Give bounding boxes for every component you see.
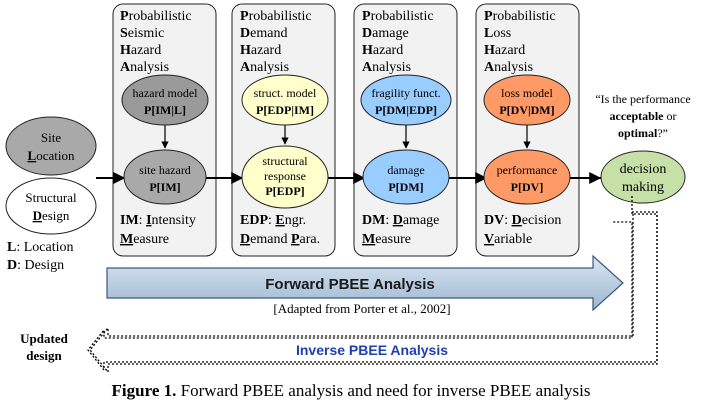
panel-2-title-line-3: Hazard xyxy=(240,43,281,58)
svg-text:response: response xyxy=(264,169,306,183)
svg-text:P[EDP|IM]: P[EDP|IM] xyxy=(256,103,314,117)
svg-text:damage: damage xyxy=(387,163,424,177)
panel-3-footer-line-1: DM: Damage xyxy=(362,213,439,228)
hazard-model-node: hazard model P[IM|L] xyxy=(121,74,209,126)
panel-4-title-line-2: Loss xyxy=(484,26,511,41)
inverse-pbee-arrow: Inverse PBEE Analysis xyxy=(87,196,658,374)
decision-making-node: decision making xyxy=(600,150,686,204)
struct-model-node: struct. model P[EDP|IM] xyxy=(241,74,329,126)
panel-4-title-line-3: Hazard xyxy=(484,43,525,58)
svg-text:fragility funct.: fragility funct. xyxy=(371,86,440,100)
panel-1-footer-line-1: IM: Intensity xyxy=(120,213,196,228)
updated-design-line-1: Updated xyxy=(20,331,68,346)
svg-text:loss model: loss model xyxy=(501,86,553,100)
forward-pbee-arrow: Forward PBEE Analysis xyxy=(106,254,624,312)
panel-1-title-line-2: Seismic xyxy=(120,26,164,41)
panel-3-title-line-3: Hazard xyxy=(362,43,403,58)
panel-2-title-line-2: Demand xyxy=(240,26,287,41)
updated-design-line-2: design xyxy=(26,348,62,363)
svg-text:P[IM|L]: P[IM|L] xyxy=(144,103,186,117)
svg-text:“Is the performance: “Is the performance xyxy=(595,92,690,106)
svg-text:hazard model: hazard model xyxy=(133,86,199,100)
panel-3-title-line-4: Analysis xyxy=(362,60,411,75)
fragility-function-node: fragility funct. P[DM|EDP] xyxy=(360,74,452,126)
inverse-pbee-label: Inverse PBEE Analysis xyxy=(296,342,448,358)
performance-node: performance P[DV] xyxy=(483,149,571,205)
panel-1-footer-line-2: Measure xyxy=(120,232,169,247)
site-location-node: Site Location xyxy=(5,116,97,176)
panel-2-title-line-4: Analysis xyxy=(240,60,289,75)
svg-text:performance: performance xyxy=(497,163,558,177)
svg-text:struct. model: struct. model xyxy=(254,86,317,100)
panel-1-title-line-3: Hazard xyxy=(120,43,161,58)
panel-4-footer-line-2: Variable xyxy=(484,232,532,247)
panel-4-title-line-1: Probabilistic xyxy=(484,9,556,24)
panel-2-footer-line-2: Demand Para. xyxy=(240,232,320,247)
design-node-label: Structural xyxy=(25,190,77,205)
svg-text:acceptable or: acceptable or xyxy=(610,109,677,123)
svg-text:making: making xyxy=(622,180,664,195)
structural-response-node: structural response P[EDP] xyxy=(241,145,329,209)
legend-design: D: Design xyxy=(7,258,64,273)
damage-node: damage P[DM] xyxy=(362,149,450,205)
panel-3-title-line-2: Damage xyxy=(362,26,409,41)
figure-caption: Figure 1. Forward PBEE analysis and need… xyxy=(112,381,591,400)
svg-text:P[EDP]: P[EDP] xyxy=(265,184,304,198)
svg-text:P[DM|EDP]: P[DM|EDP] xyxy=(375,103,437,117)
svg-text:structural: structural xyxy=(262,154,308,168)
design-node-sublabel: Design xyxy=(33,208,70,223)
svg-text:P[IM]: P[IM] xyxy=(149,180,180,194)
site-node-sublabel: Location xyxy=(28,148,75,163)
svg-text:P[DV|DM]: P[DV|DM] xyxy=(499,103,554,117)
panel-1-title-line-4: Analysis xyxy=(120,60,169,75)
panel-3-footer-line-2: Measure xyxy=(362,232,411,247)
panel-2-footer-line-1: EDP: Engr. xyxy=(240,213,306,228)
svg-text:optimal?”: optimal?” xyxy=(618,126,668,140)
panel-4-title-line-4: Analysis xyxy=(484,60,533,75)
svg-text:site hazard: site hazard xyxy=(139,163,191,177)
structural-design-node: Structural Design xyxy=(5,177,97,235)
site-hazard-node: site hazard P[IM] xyxy=(123,149,207,205)
loss-model-node: loss model P[DV|DM] xyxy=(483,74,571,126)
performance-question: “Is the performance acceptable or optima… xyxy=(595,92,690,140)
adapted-citation: [Adapted from Porter et al., 2002] xyxy=(273,301,450,316)
forward-pbee-label: Forward PBEE Analysis xyxy=(265,276,435,293)
legend-location: L: Location xyxy=(7,240,74,255)
panel-3-title-line-1: Probabilistic xyxy=(362,9,434,24)
svg-text:P[DM]: P[DM] xyxy=(388,180,423,194)
panel-1-title-line-1: Probabilistic xyxy=(120,9,192,24)
site-node-label: Site xyxy=(41,130,61,145)
svg-text:decision: decision xyxy=(620,162,667,177)
svg-text:P[DV]: P[DV] xyxy=(511,180,544,194)
panel-4-footer-line-1: DV: Decision xyxy=(484,213,561,228)
panel-2-title-line-1: Probabilistic xyxy=(240,9,312,24)
